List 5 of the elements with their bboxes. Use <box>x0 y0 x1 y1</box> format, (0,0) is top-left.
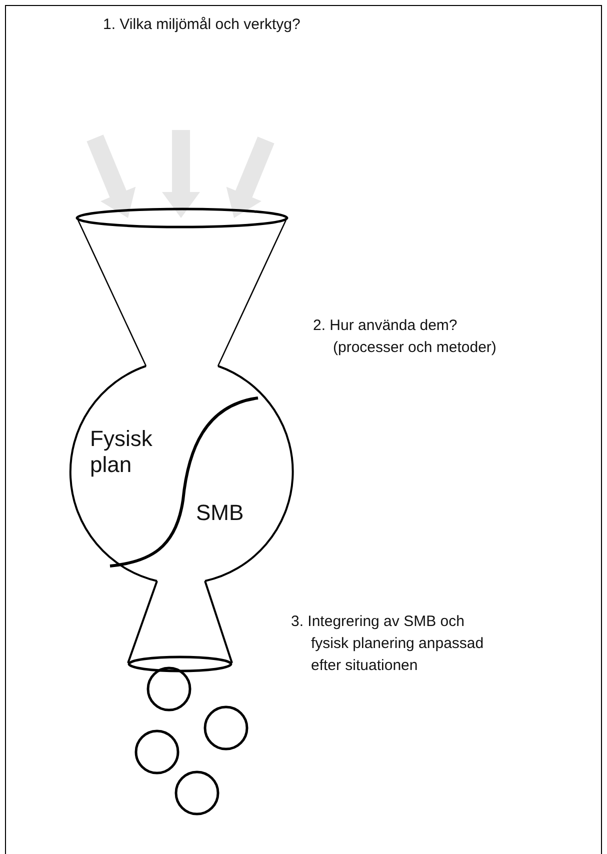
step-text: 2. Hur använda dem? (processer och metoder) <box>313 316 498 358</box>
region-label: Fysisk plan <box>90 426 152 477</box>
step-text: 1. Vilka miljömål och verktyg? <box>103 15 302 35</box>
region-label: SMB <box>196 500 244 525</box>
step-text: 3. Integrering av SMB och fysisk planering anpassad efter situationen <box>291 612 485 676</box>
